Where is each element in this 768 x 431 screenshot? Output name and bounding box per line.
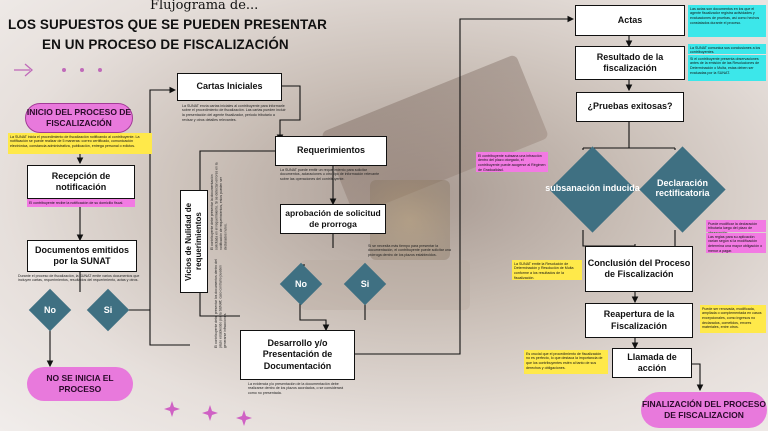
si-label-mid: Si — [360, 279, 370, 289]
declaracion-note-1: Puede modificar la declaración tributari… — [706, 220, 766, 235]
aprobacion-box: aprobación de solicitud de prorroga — [280, 204, 386, 234]
resultado-box: Resultado de la fiscalización — [575, 46, 685, 80]
reapertura-box: Reapertura de la Fiscalización — [585, 303, 693, 338]
recepcion-box: Recepción de notificación — [27, 165, 135, 199]
conclusion-box: Conclusión del Proceso de Fiscalización — [585, 246, 693, 292]
title-line-1: LOS SUPUESTOS QUE SE PUEDEN PRESENTAR — [8, 17, 328, 32]
decorative-cross-1 — [164, 401, 180, 417]
documentos-box: Documentos emitidos por la SUNAT — [27, 240, 137, 272]
resultado-note-2: Si el contribuyente presenta observacion… — [688, 55, 766, 81]
vicios-note: El contribuyente debe presentar la docum… — [210, 162, 228, 250]
actas-note: Las actas son documentos en los que el a… — [688, 5, 766, 37]
requerimientos-box: Requerimientos — [275, 136, 387, 166]
title-line-2: EN UN PROCESO DE FISCALIZACIÓN — [42, 37, 289, 52]
documentos-note: Durante el proceso de fiscalización, la … — [18, 273, 140, 283]
conclusion-note: La SUNAT emite la Resolución de Determin… — [512, 260, 582, 280]
no-label-left: No — [44, 305, 56, 315]
subsanacion-note: El contribuyente subsana una infracción … — [476, 152, 548, 172]
req-note: La SUNAT puede emitir un requerimiento p… — [280, 167, 380, 181]
llamada-box: Llamada de acción — [612, 348, 692, 378]
finalizacion-pill: FINALIZACIÓN DEL PROCESO DE FISCALIZACIO… — [641, 392, 767, 428]
recepcion-note: El contribuyente recibe la notificación … — [27, 199, 135, 207]
si-label-left: Si — [103, 305, 113, 315]
title-kicker: Flujograma de... — [150, 0, 259, 13]
cartas-note: La SUNAT envía cartas iniciales al contr… — [182, 103, 286, 122]
pruebas-box: ¿Pruebas exitosas? — [576, 92, 684, 122]
desarrollo-note: La evidencia y/o presentación de la docu… — [248, 381, 344, 395]
reapertura-note: Puede ser renovada, modificada, ampliada… — [700, 305, 766, 333]
prorroga-note: Si se necesita más tiempo para presentar… — [368, 243, 451, 257]
subsanacion-label: subsanación inducida — [545, 183, 640, 193]
llamada-note: Es crucial que el procedimiento de fisca… — [524, 350, 608, 374]
vicios-note-2: El contribuyente debe presentar los docu… — [214, 259, 227, 348]
cartas-box: Cartas Iniciales — [177, 73, 282, 101]
no-inicia-pill: NO SE INICIA EL PROCESO — [27, 367, 133, 401]
no-label-mid: No — [295, 279, 307, 289]
vicios-label: Vicios de Nulidad de requerimientos — [184, 202, 203, 281]
desarrollo-box: Desarrollo y/o Presentación de Documenta… — [240, 330, 355, 380]
declaracion-label: Declaración rectificatoria — [655, 178, 710, 198]
resultado-note-1: La SUNAT comunica sus conclusiones a los… — [688, 44, 766, 54]
decorative-cross-2 — [202, 405, 218, 421]
declaracion-note-2: Las reglas para su aplicación varían seg… — [706, 233, 766, 253]
vicios-box: Vicios de Nulidad de requerimientos — [180, 190, 208, 293]
decorative-cross-3 — [236, 410, 252, 426]
actas-box: Actas — [575, 5, 685, 36]
start-pill: INICIO DEL PROCESO DE FISCALIZACIÓN — [25, 103, 133, 133]
inicio-note: La SUNAT inicia el procedimiento de fisc… — [8, 133, 152, 154]
